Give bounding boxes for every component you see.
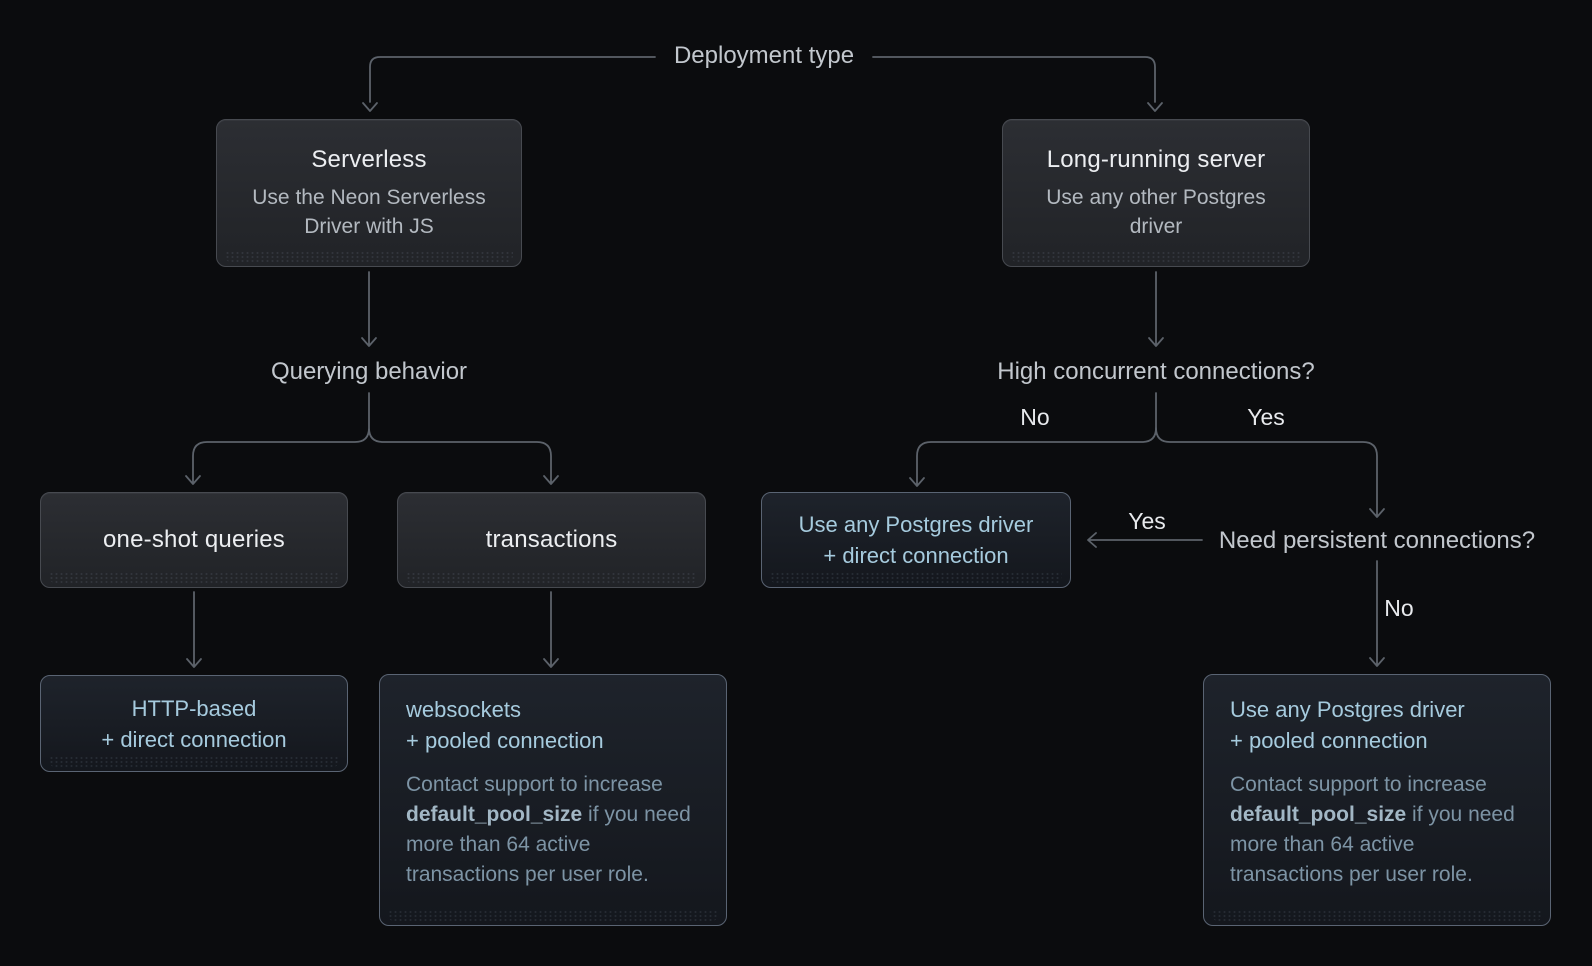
node-serverless: Serverless Use the Neon Serverless Drive… <box>216 119 522 267</box>
note-text: if you need more than 64 active transact… <box>406 803 691 886</box>
node-any-direct-line2: + direct connection <box>823 543 1009 568</box>
node-websockets-note: Contact support to increase default_pool… <box>406 770 700 890</box>
label-persistent-no: No <box>1384 595 1414 621</box>
connector-concurrent-yes-branch <box>1155 427 1385 518</box>
connector-querying-fork <box>185 392 559 485</box>
node-websockets-line2: + pooled connection <box>406 728 604 753</box>
label-querying-behavior: Querying behavior <box>270 358 468 385</box>
label-high-concurrent-connections: High concurrent connections? <box>997 358 1315 385</box>
label-concurrent-yes: Yes <box>1247 404 1285 430</box>
connector-transactions-to-websockets <box>543 591 559 668</box>
connector-persistent-no-arrow <box>1369 560 1385 667</box>
node-any-pooled-line1: Use any Postgres driver <box>1230 697 1465 722</box>
node-one-shot-queries: one-shot queries <box>40 492 348 588</box>
node-long-running-server: Long-running server Use any other Postgr… <box>1002 119 1310 267</box>
label-concurrent-no: No <box>1020 404 1050 430</box>
note-code-default-pool-size: default_pool_size <box>1230 803 1407 826</box>
node-http-direct-line2: + direct connection <box>101 726 287 752</box>
connector-persistent-yes-arrow <box>1087 532 1203 548</box>
node-any-driver-pooled-connection: Use any Postgres driver + pooled connect… <box>1203 674 1551 926</box>
node-any-driver-direct-connection: Use any Postgres driver + direct connect… <box>761 492 1071 588</box>
connector-oneshot-to-http <box>186 591 202 668</box>
node-transactions: transactions <box>397 492 706 588</box>
node-serverless-title: Serverless <box>311 145 427 173</box>
node-any-pooled-line2: + pooled connection <box>1230 728 1428 753</box>
label-need-persistent-connections: Need persistent connections? <box>1218 527 1536 554</box>
node-transactions-title: transactions <box>485 526 618 553</box>
node-any-direct-line1: Use any Postgres driver <box>798 512 1034 537</box>
connector-serverless-to-querying <box>361 271 377 347</box>
node-long-running-title: Long-running server <box>1046 145 1266 173</box>
node-serverless-subtitle: Use the Neon Serverless Driver with JS <box>252 185 486 238</box>
node-one-shot-title: one-shot queries <box>103 526 285 553</box>
note-code-default-pool-size: default_pool_size <box>406 803 583 826</box>
note-text: Contact support to increase <box>406 773 663 796</box>
node-any-pooled-note: Contact support to increase default_pool… <box>1230 770 1524 890</box>
connector-concurrent-no-branch <box>909 392 1157 487</box>
connector-deployment-to-longrunning <box>872 56 1163 112</box>
node-websockets-pooled-connection: websockets + pooled connection Contact s… <box>379 674 727 926</box>
connector-deployment-to-serverless <box>362 56 656 112</box>
node-long-running-subtitle: Use any other Postgres driver <box>1046 185 1266 238</box>
node-http-direct-line1: HTTP-based <box>131 695 257 721</box>
connector-longrunning-to-concurrent <box>1148 271 1164 347</box>
node-http-direct-connection: HTTP-based + direct connection <box>40 675 348 772</box>
node-websockets-line1: websockets <box>406 697 521 722</box>
note-text: if you need more than 64 active transact… <box>1230 803 1515 886</box>
label-deployment-type: Deployment type <box>673 42 855 69</box>
note-text: Contact support to increase <box>1230 773 1487 796</box>
label-persistent-yes: Yes <box>1128 508 1166 534</box>
